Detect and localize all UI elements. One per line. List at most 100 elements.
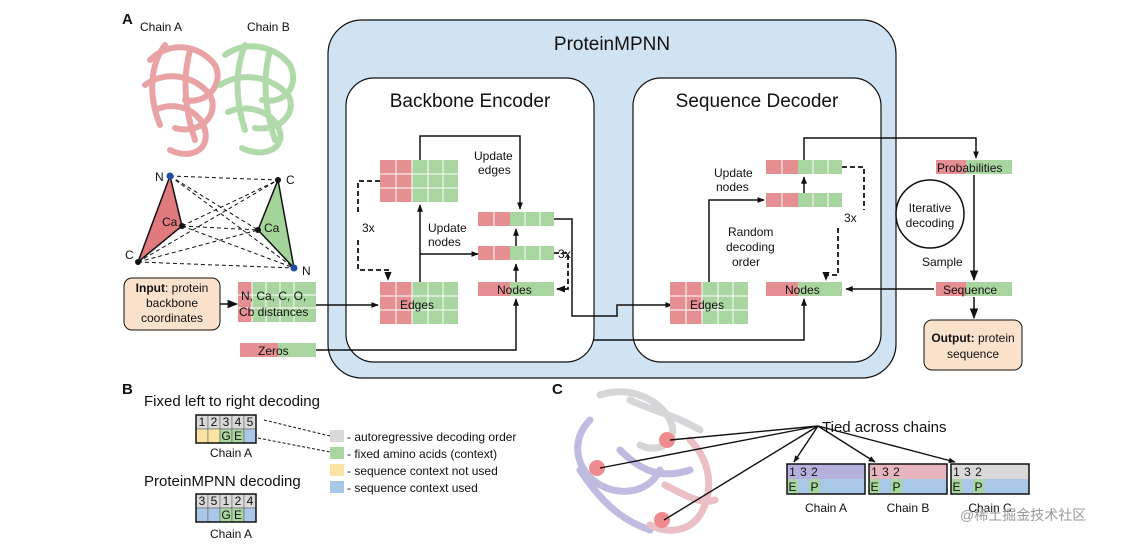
legend-swatch <box>330 430 344 442</box>
distances-line-1: N, Ca, C, O, <box>241 289 306 303</box>
encoder-node-row-top <box>478 212 554 226</box>
dec-update-nodes-2: nodes <box>716 180 749 194</box>
iterative-decoding-loop <box>895 179 965 249</box>
tied-amino-acid: E <box>870 480 878 494</box>
atom-graph <box>135 172 298 272</box>
encoder-edges-grid <box>380 282 458 324</box>
probabilities-label: Probabilities <box>937 161 1002 175</box>
output-box <box>923 319 1023 371</box>
tied-chain-label: Chain C <box>968 501 1012 515</box>
tied-order-number: 2 <box>893 465 900 479</box>
tied-order-number: 1 <box>789 465 796 479</box>
fixed-order-title: Fixed left to right decoding <box>144 393 320 410</box>
dec-random-2: decoding <box>726 240 775 254</box>
order-number: 1 <box>199 415 206 429</box>
encoder-nodes-label: Nodes <box>497 283 532 297</box>
input-line-2: backbone <box>146 296 198 310</box>
chain-a-label: Chain A <box>140 20 182 34</box>
chain-b-label: Chain B <box>247 20 290 34</box>
order-number: 4 <box>247 494 254 508</box>
tied-order-number: 3 <box>882 465 889 479</box>
context-cell <box>243 428 257 444</box>
context-cell <box>243 507 257 523</box>
decoder-title: Sequence Decoder <box>676 91 839 112</box>
legend: - autoregressive decoding order- fixed a… <box>330 430 516 495</box>
sample-label: Sample <box>922 255 963 269</box>
amino-acid: G <box>221 508 230 522</box>
atom-ca-chain-b: Ca <box>264 221 280 235</box>
chain-band <box>951 464 1029 479</box>
watermark: @稀土掘金技术社区 <box>960 507 1086 523</box>
decoder-edges-label: Edges <box>690 298 724 312</box>
amino-acid: E <box>234 429 242 443</box>
distances-grid <box>238 282 316 322</box>
chain-context-band <box>951 479 1029 494</box>
repeat-3x-decoder: 3x <box>844 211 857 225</box>
context-cell <box>195 507 209 523</box>
chain-context-band <box>869 479 947 494</box>
encoder-updated-edges-grid <box>380 160 458 202</box>
context-cell <box>195 428 209 444</box>
encoder-edges-label: Edges <box>400 298 434 312</box>
enc-update-nodes-1: Update <box>428 221 467 235</box>
tied-across-chains-label: Tied across chains <box>822 419 947 436</box>
context-cell <box>207 507 221 523</box>
panel-a-label: A <box>122 11 133 28</box>
chain-band <box>869 464 947 479</box>
mpnn-chain-a-label: Chain A <box>210 527 252 541</box>
tied-order-number: 1 <box>953 465 960 479</box>
encoder-node-row-mid <box>478 246 554 260</box>
order-number: 5 <box>247 415 254 429</box>
tied-amino-acid: P <box>892 480 900 494</box>
order-number: 3 <box>223 415 230 429</box>
encoder-arrows <box>316 135 673 351</box>
enc-update-edges-2: edges <box>478 163 511 177</box>
legend-swatch <box>330 464 344 476</box>
legend-item: - fixed amino acids (context) <box>347 447 497 461</box>
mpnn-order-title: ProteinMPNN decoding <box>144 473 301 490</box>
sequence-label: Sequence <box>943 283 997 297</box>
order-number: 4 <box>235 415 242 429</box>
tied-order-number: 1 <box>871 465 878 479</box>
panel-c-label: C <box>552 381 563 398</box>
zeros-row <box>240 343 316 357</box>
chain-context-band <box>787 479 865 494</box>
tied-order-number: 2 <box>811 465 818 479</box>
tied-amino-acid: P <box>974 480 982 494</box>
dec-random-1: Random <box>728 225 773 239</box>
amino-acid: E <box>234 508 242 522</box>
atom-c-chain-b: C <box>286 173 295 187</box>
tied-chain-label: Chain A <box>805 501 847 515</box>
atom-c-chain-a: C <box>125 248 134 262</box>
tied-amino-acid: E <box>952 480 960 494</box>
iterative-2: decoding <box>906 216 955 230</box>
context-cell <box>207 428 221 444</box>
repeat-3x-encoder-edges: 3x <box>362 221 375 235</box>
atom-n-chain-b: N <box>302 264 311 278</box>
order-number: 5 <box>211 494 218 508</box>
decoder-edges-grid <box>670 282 748 324</box>
distances-line-2: Cb distances <box>239 305 308 319</box>
order-number: 3 <box>199 494 206 508</box>
tied-amino-acid: P <box>810 480 818 494</box>
protein-dimer-illustration <box>142 42 297 157</box>
dec-update-nodes-1: Update <box>714 166 753 180</box>
decoder-node-row-mid <box>766 193 842 207</box>
tied-order-number: 2 <box>975 465 982 479</box>
probabilities-row <box>936 160 1012 174</box>
tied-amino-acid: E <box>788 480 796 494</box>
input-line-1: Input: protein <box>136 281 209 295</box>
trimer-illustration <box>574 388 719 534</box>
amino-acid: G <box>221 429 230 443</box>
decoder-node-row-bottom <box>766 282 842 296</box>
decoder-arrows <box>594 137 979 341</box>
dec-random-3: order <box>732 255 760 269</box>
atom-ca-chain-a: Ca <box>162 215 178 229</box>
order-number: 2 <box>235 494 242 508</box>
proteinmpnn-title: ProteinMPNN <box>554 34 670 55</box>
encoder-node-row-bottom <box>478 282 554 296</box>
order-number: 1 <box>223 494 230 508</box>
output-line-1: Output: protein <box>931 331 1014 345</box>
